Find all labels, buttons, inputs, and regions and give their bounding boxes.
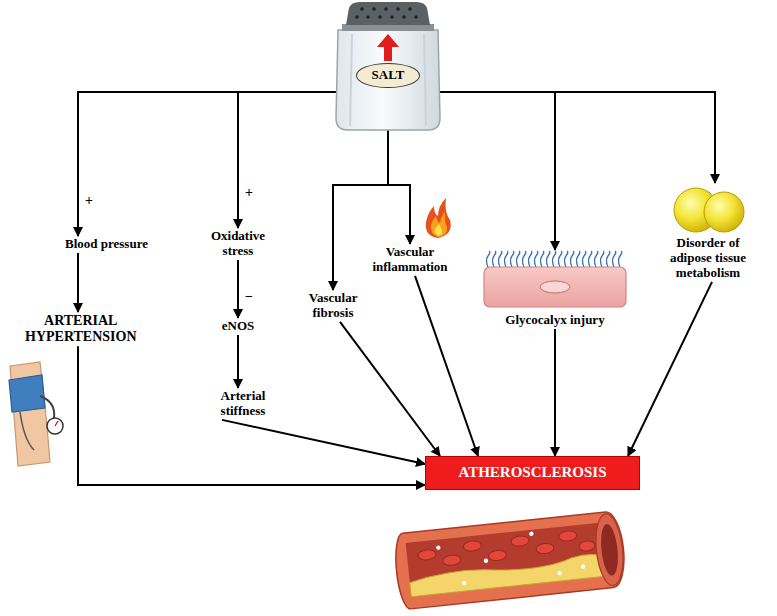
node-text: eNOS xyxy=(219,318,258,335)
edge-sign: + xyxy=(244,186,254,200)
glycocalyx-strand xyxy=(559,251,562,267)
glycocalyx-strand xyxy=(535,251,538,267)
process-node: Glycocalyx injury xyxy=(480,250,630,329)
process-node: Disorder of adipose tissue metabolism xyxy=(666,183,750,282)
node-text: ATHEROSCLEROSIS xyxy=(455,463,609,482)
node-text: Arterial stiffness xyxy=(218,388,269,420)
connector-arrow xyxy=(415,276,478,456)
node-text: Glycocalyx injury xyxy=(480,312,630,329)
glycocalyx-strand xyxy=(547,251,550,267)
outcome-box: ATHEROSCLEROSIS xyxy=(425,456,640,490)
connector-arrow xyxy=(77,253,79,312)
node-text: SALT xyxy=(369,67,408,84)
glycocalyx-strand xyxy=(541,251,544,267)
glycocalyx-strand xyxy=(505,251,508,267)
glycocalyx-strand xyxy=(565,251,568,267)
connector-arrow xyxy=(340,322,440,456)
process-node: Vascular fibrosis xyxy=(306,290,360,322)
glycocalyx-strand xyxy=(589,251,592,267)
glycocalyx-strand xyxy=(571,251,574,267)
process-node: Vascular inflammation xyxy=(369,244,450,276)
fat-droplet xyxy=(704,192,744,232)
glycocalyx-strand xyxy=(577,251,580,267)
glycocalyx-strand xyxy=(601,251,604,267)
cell-body xyxy=(484,267,626,307)
process-node: Arterial stiffness xyxy=(218,388,269,420)
salt-label: SALT xyxy=(356,63,421,88)
node-text: ARTERIAL HYPERTENSION xyxy=(22,312,140,346)
endothelial-cell xyxy=(480,250,630,312)
node-text: Blood pressure xyxy=(62,236,151,253)
edge-sign: − xyxy=(244,290,254,304)
artery-illustration xyxy=(393,511,628,610)
process-node: Blood pressure xyxy=(62,236,151,253)
glycocalyx-strand xyxy=(553,251,556,267)
glycocalyx-strand xyxy=(607,251,610,267)
glycocalyx-strand xyxy=(583,251,586,267)
node-text: Disorder of adipose tissue metabolism xyxy=(666,235,750,282)
connector-arrow xyxy=(628,282,712,456)
process-node: Oxidative stress xyxy=(208,228,268,260)
glycocalyx-strand xyxy=(499,251,502,267)
increase-arrow xyxy=(377,34,399,61)
node-text: Vascular inflammation xyxy=(369,244,450,276)
glycocalyx-strand xyxy=(487,251,490,267)
glycocalyx-strand xyxy=(517,251,520,267)
node-text: Vascular fibrosis xyxy=(306,290,360,322)
glycocalyx-strand xyxy=(511,251,514,267)
connector-arrow xyxy=(554,329,556,456)
glycocalyx-strand xyxy=(613,251,616,267)
node-text: Oxidative stress xyxy=(208,228,268,260)
glycocalyx-strand xyxy=(619,251,622,267)
glycocalyx-strand xyxy=(523,251,526,267)
adipocyte-droplets xyxy=(668,183,748,235)
connector-arrow xyxy=(237,260,239,318)
connector-arrow xyxy=(222,420,425,464)
salt-shaker xyxy=(336,2,440,130)
edge-sign: + xyxy=(84,194,94,208)
cell-nucleus xyxy=(540,281,570,293)
connector-arrow xyxy=(237,335,239,388)
glycocalyx-strand xyxy=(529,251,532,267)
glycocalyx-strand xyxy=(595,251,598,267)
glycocalyx-strand xyxy=(493,251,496,267)
process-node: eNOS xyxy=(219,318,258,335)
inflammation-flame xyxy=(426,198,451,238)
process-node: ARTERIAL HYPERTENSION xyxy=(22,312,140,346)
blood-pressure-cuff xyxy=(9,362,63,466)
